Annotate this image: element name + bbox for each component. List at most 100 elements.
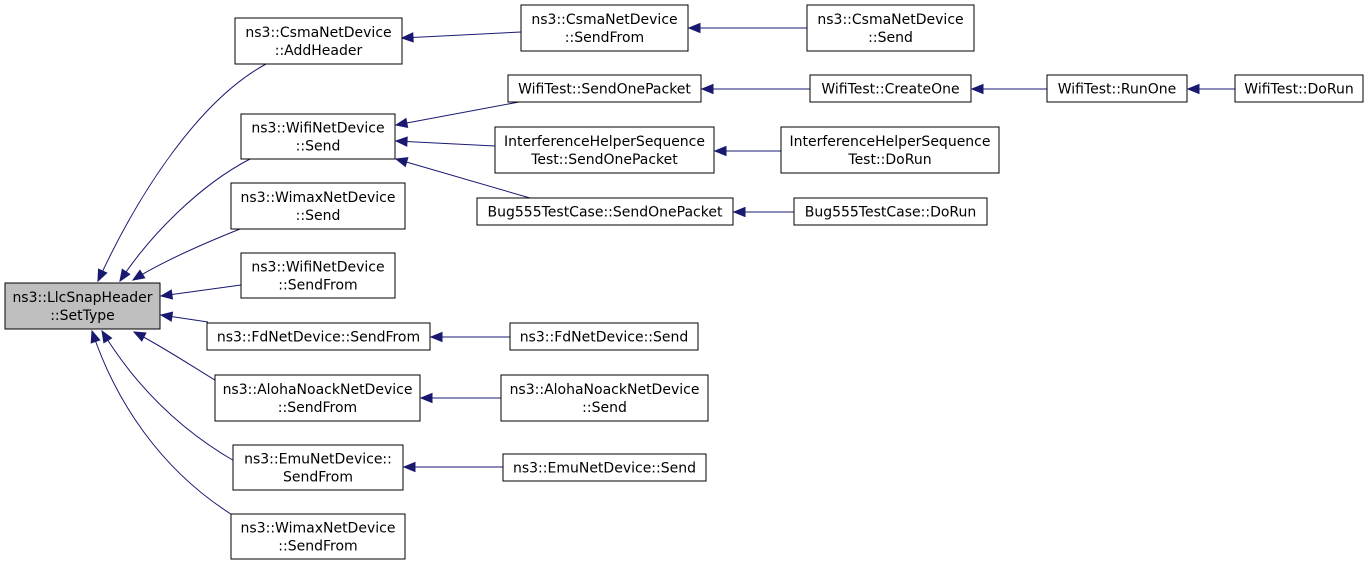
edge-line (133, 331, 219, 383)
edge-line (395, 140, 496, 147)
edge-wifitest-sendonepacket-to-wifi-send (394, 101, 520, 129)
arrow-head-icon (90, 329, 101, 344)
node-label-line: InterferenceHelperSequence (504, 134, 705, 150)
node-box[interactable] (500, 374, 709, 422)
node-label-line: ns3::FdNetDevice::SendFrom (217, 330, 420, 346)
node-label-line: ::Send (296, 139, 341, 155)
edge-emu-send-to-emu-sendfrom (402, 461, 503, 473)
node-label-line: Test::SendOnePacket (530, 152, 678, 168)
node-box[interactable] (240, 252, 396, 299)
edge-fd-sendfrom-to-root (159, 311, 209, 323)
node-wimax-sendfrom[interactable]: ns3::WimaxNetDevice::SendFrom (230, 513, 406, 560)
node-box[interactable] (780, 126, 1000, 174)
node-box[interactable] (476, 197, 734, 226)
node-label-line: ::AddHeader (275, 43, 363, 59)
arrow-head-icon (687, 22, 701, 34)
node-label-line: ns3::AlohaNoackNetDevice (510, 382, 700, 398)
node-wifi-sendfrom[interactable]: ns3::WifiNetDevice::SendFrom (240, 252, 396, 299)
node-box[interactable] (240, 113, 396, 160)
edge-line (91, 330, 235, 517)
node-box[interactable] (494, 126, 715, 174)
node-box[interactable] (793, 197, 988, 226)
node-label-line: WifiTest::RunOne (1058, 82, 1177, 98)
node-fd-send[interactable]: ns3::FdNetDevice::Send (509, 322, 699, 351)
node-ihst-sendonepacket[interactable]: InterferenceHelperSequenceTest::SendOneP… (494, 126, 715, 174)
edge-csma-send-to-csma-sendfrom (687, 22, 807, 34)
arrow-head-icon (1186, 83, 1200, 95)
node-label-line: ns3::WifiNetDevice (251, 260, 384, 276)
arrow-head-icon (101, 329, 113, 344)
node-label-line: ns3::CsmaNetDevice (531, 12, 677, 28)
node-box[interactable] (509, 322, 699, 351)
nodes-layer: ns3::LlcSnapHeader::SetType ns3::CsmaNetD… (4, 4, 1364, 560)
node-label-line: ns3::LlcSnapHeader (12, 290, 152, 306)
node-box[interactable] (4, 282, 161, 330)
node-box[interactable] (230, 182, 406, 230)
node-wifitest-dorun[interactable]: WifiTest::DoRun (1234, 74, 1364, 103)
node-label-line: WifiTest::SendOnePacket (518, 82, 691, 98)
edge-csma-sendfrom-to-csma-addheader (400, 31, 522, 43)
node-aloha-send[interactable]: ns3::AlohaNoackNetDevice::Send (500, 374, 709, 422)
node-box[interactable] (507, 74, 702, 103)
node-box[interactable] (502, 453, 707, 482)
node-csma-sendfrom[interactable]: ns3::CsmaNetDevice::SendFrom (520, 4, 689, 52)
arrow-head-icon (394, 136, 408, 147)
arrow-head-icon (132, 331, 147, 342)
node-box[interactable] (520, 4, 689, 52)
edge-emu-sendfrom-to-root (101, 329, 237, 463)
node-box[interactable] (206, 322, 431, 351)
edge-line (119, 158, 251, 282)
node-label-line: ::SendFrom (278, 539, 357, 555)
node-fd-sendfrom[interactable]: ns3::FdNetDevice::SendFrom (206, 322, 431, 351)
edge-line (97, 63, 267, 282)
node-box[interactable] (809, 74, 972, 103)
node-emu-send[interactable]: ns3::EmuNetDevice::Send (502, 453, 707, 482)
node-label-line: ns3::WimaxNetDevice (241, 521, 396, 537)
node-label-line: ::Send (582, 400, 627, 416)
node-label-line: ::Send (296, 208, 341, 224)
node-label-line: ns3::EmuNetDevice::Send (513, 461, 696, 477)
node-emu-sendfrom[interactable]: ns3::EmuNetDevice::SendFrom (232, 444, 404, 491)
node-wifitest-createone[interactable]: WifiTest::CreateOne (809, 74, 972, 103)
node-label-line: WifiTest::CreateOne (821, 82, 959, 98)
arrow-head-icon (402, 461, 416, 473)
edge-wimax-send-to-root (131, 228, 241, 281)
arrow-head-icon (970, 83, 984, 95)
node-box[interactable] (214, 374, 421, 422)
arrow-head-icon (159, 289, 174, 300)
edge-wifi-send-to-root (119, 158, 251, 283)
node-wifitest-sendonepacket[interactable]: WifiTest::SendOnePacket (507, 74, 702, 103)
node-box[interactable] (230, 513, 406, 560)
node-bug555-dorun[interactable]: Bug555TestCase::DoRun (793, 197, 988, 226)
node-wifitest-runone[interactable]: WifiTest::RunOne (1046, 74, 1188, 103)
node-label-line: ns3::WimaxNetDevice (241, 190, 396, 206)
node-box[interactable] (234, 17, 403, 65)
arrow-head-icon (97, 268, 108, 283)
node-box[interactable] (806, 4, 975, 52)
node-box[interactable] (1234, 74, 1364, 103)
edges-layer (90, 22, 1235, 517)
node-label-line: ns3::CsmaNetDevice (817, 12, 963, 28)
node-root[interactable]: ns3::LlcSnapHeader::SetType (4, 282, 161, 330)
node-aloha-sendfrom[interactable]: ns3::AlohaNoackNetDevice::SendFrom (214, 374, 421, 422)
edge-line (132, 228, 241, 281)
arrow-head-icon (394, 157, 409, 168)
node-label-line: Bug555TestCase::SendOnePacket (488, 205, 723, 221)
arrow-head-icon (732, 206, 746, 218)
node-csma-send[interactable]: ns3::CsmaNetDevice::Send (806, 4, 975, 52)
edge-bug555-sendonepacket-to-wifi-send (394, 157, 531, 199)
node-wifi-send[interactable]: ns3::WifiNetDevice::Send (240, 113, 396, 160)
arrow-head-icon (394, 117, 409, 129)
node-label-line: Bug555TestCase::DoRun (805, 205, 977, 221)
node-label-line: ::SendFrom (278, 278, 357, 294)
edge-aloha-send-to-aloha-sendfrom (419, 392, 501, 404)
node-wimax-send[interactable]: ns3::WimaxNetDevice::Send (230, 182, 406, 230)
node-bug555-sendonepacket[interactable]: Bug555TestCase::SendOnePacket (476, 197, 734, 226)
node-box[interactable] (232, 444, 404, 491)
node-label-line: ns3::CsmaNetDevice (245, 25, 391, 41)
arrow-head-icon (713, 145, 727, 157)
node-box[interactable] (1046, 74, 1188, 103)
node-csma-addheader[interactable]: ns3::CsmaNetDevice::AddHeader (234, 17, 403, 65)
edge-wifi-sendfrom-to-root (159, 284, 242, 300)
